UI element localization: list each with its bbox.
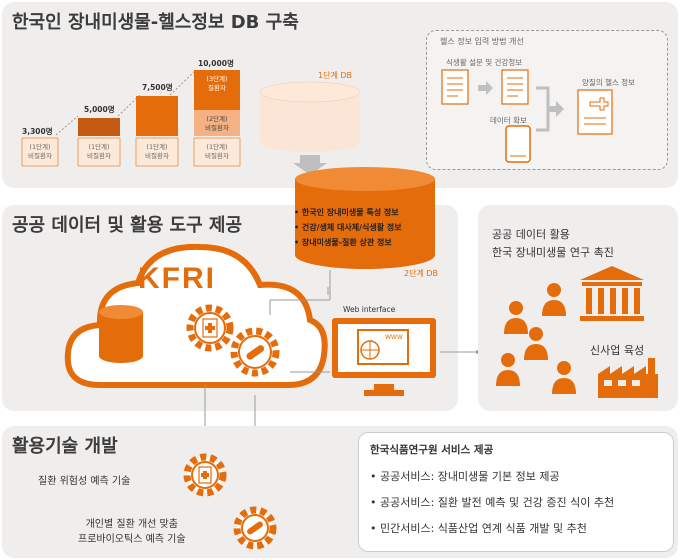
services-list: • 공공서비스: 장내미생물 기본 정보 제공 • 공공서비스: 질환 발전 예… [370, 468, 614, 536]
health-input-icons [441, 69, 613, 163]
service-text: 공공서비스: 장내미생물 기본 정보 제공 [380, 470, 560, 483]
public-use-icons [496, 266, 658, 398]
factory-icon [598, 358, 658, 398]
db-feature-item: • 장내미생물-질환 상관 정보 [294, 238, 392, 247]
db-feature-item: • 건강/생체 대사체/식생활 정보 [294, 223, 402, 232]
services-title: 한국식품연구원 서비스 제공 [370, 444, 494, 456]
web-interface-label: Web interface [343, 305, 396, 314]
document-icon-2 [501, 69, 529, 105]
stage1-box-3: (1단계) 비질환자 [145, 143, 169, 160]
db-feature-item: • 한국인 장내미생물 특성 정보 [294, 208, 399, 217]
database-icon [99, 305, 143, 363]
stage2-box: (2단계) 비질환자 [205, 115, 229, 132]
monitor-icon [332, 318, 436, 396]
db-features-list: • 한국인 장내미생물 특성 정보 • 건강/생체 대사체/식생활 정보 • 장… [294, 207, 444, 248]
db-feature-text: 장내미생물-질환 상관 정보 [301, 238, 392, 247]
public-data-title: 공공 데이터 및 활용 도구 제공 [12, 215, 243, 236]
stage1-box-2: (1단계) 비질환자 [87, 143, 111, 160]
db-stage2-cylinder [295, 167, 435, 269]
gear-medical-icon [186, 304, 234, 352]
gear-capsule-icon [233, 506, 277, 550]
db-build-title: 한국인 장내미생물-헬스정보 DB 구축 [12, 12, 299, 33]
stage1-box-4: (1단계) 비질환자 [205, 143, 229, 160]
cloud-tools [99, 304, 280, 377]
document-icon [441, 69, 469, 105]
stage1-box-1: (1단계) 비질환자 [28, 143, 52, 160]
disease-risk-label: 질환 위험성 예측 기술 [38, 476, 131, 487]
count-5000: 5,000명 [84, 105, 115, 114]
data-collect-label: 데이터 확보 [490, 116, 527, 125]
quality-label: 양질의 헬스 정보 [582, 78, 636, 87]
db-feature-text: 한국인 장내미생물 특성 정보 [301, 208, 399, 217]
survey-label: 식생활 설문 및 건강정보 [446, 58, 523, 67]
db-stage1-cylinder [259, 81, 361, 175]
tech-dev-title: 활용기술 개발 [12, 436, 118, 457]
health-input-title: 헬스 정보 입력 방법 개선 [440, 37, 524, 46]
service-item: • 민간서비스: 식품산업 연계 식품 개발 및 추천 [370, 522, 587, 535]
gear-capsule-icon [230, 327, 280, 377]
new-industry-label: 신사업 육성 [590, 344, 645, 357]
medical-record-icon [577, 89, 613, 135]
tech-gear-icons [183, 453, 277, 550]
participant-staircase [21, 69, 241, 167]
stage3-box: (3단계) 질환자 [206, 75, 228, 92]
db-feature-text: 건강/생체 대사체/식생활 정보 [301, 223, 402, 232]
kfri-logo: KFRI [138, 262, 216, 295]
phone-icon [505, 125, 531, 163]
count-7500: 7,500명 [142, 83, 173, 92]
db2-label: 2단계 DB [404, 269, 439, 278]
probiotics-label: 개인별 질환 개선 맞춤 프로바이오틱스 예측 기술 [78, 519, 186, 545]
public-use-line2: 한국 장내미생물 연구 촉진 [492, 246, 614, 259]
institution-icon [580, 266, 644, 321]
people-group-icon [496, 283, 576, 394]
public-use-line1: 공공 데이터 활용 [492, 228, 570, 241]
db1-label: 1단계 DB [318, 71, 353, 80]
count-3300: 3,300명 [22, 127, 53, 136]
service-item: • 공공서비스: 질환 발전 예측 및 건강 증진 식이 추천 [370, 496, 615, 509]
web-www-label: WWW [385, 334, 403, 341]
service-item: • 공공서비스: 장내미생물 기본 정보 제공 [370, 470, 560, 483]
count-10000: 10,000명 [198, 59, 234, 68]
service-text: 민간서비스: 식품산업 연계 식품 개발 및 추천 [380, 522, 587, 535]
gear-medical-icon [183, 453, 227, 497]
service-text: 공공서비스: 질환 발전 예측 및 건강 증진 식이 추천 [380, 496, 615, 509]
services-box [358, 432, 674, 552]
